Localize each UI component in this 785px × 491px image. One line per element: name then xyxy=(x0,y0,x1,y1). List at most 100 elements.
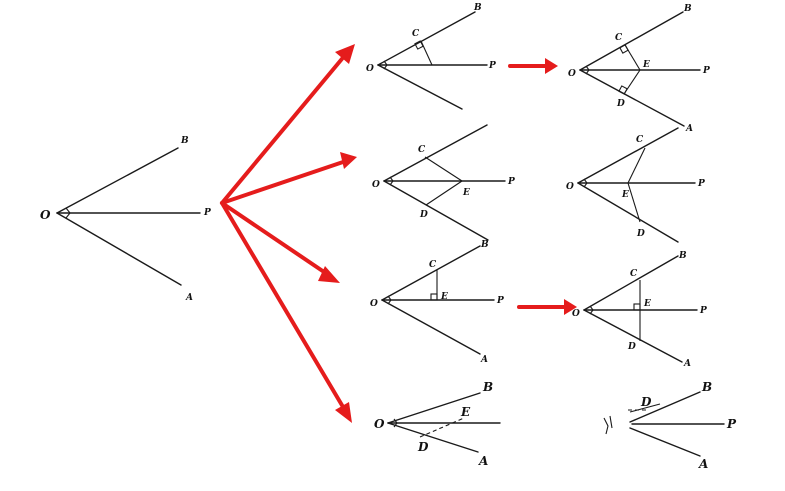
ray-ob-r4r xyxy=(629,391,701,423)
label-p-r2l: P xyxy=(507,177,515,187)
arrow-to-row4 xyxy=(220,201,348,414)
label-b: B xyxy=(180,136,189,146)
angle-marks-r3l xyxy=(387,295,392,305)
label-o-r2l: O xyxy=(372,180,380,190)
figure-row4-right: D B P A xyxy=(603,380,737,471)
label-d-r2l: D xyxy=(419,210,428,220)
ray-oa-r3r xyxy=(583,309,683,363)
label-p-r4r: P xyxy=(726,417,737,431)
label-p: P xyxy=(203,208,211,218)
label-o-r1r: O xyxy=(568,69,576,79)
figure-row1-left: O B C P xyxy=(366,3,496,110)
label-d-r4l: D xyxy=(417,440,429,454)
label-c-r3l: C xyxy=(429,260,437,270)
right-angle-mark-r3l xyxy=(430,293,438,301)
fragment-mark-r4r xyxy=(603,415,613,435)
label-o: O xyxy=(40,208,51,222)
figure-row1-right: O B C E D P A xyxy=(568,4,710,134)
seg-cd-r2r xyxy=(627,147,646,184)
ray-ob xyxy=(56,147,179,214)
angle-marks-r1l xyxy=(383,60,388,70)
arrowhead-row3-next xyxy=(564,299,577,315)
label-p-r2r: P xyxy=(697,179,705,189)
seg-ce-r2l xyxy=(424,156,463,182)
label-e-r2l: E xyxy=(462,188,470,198)
label-e-r1r: E xyxy=(642,60,650,70)
label-b-r1l: B xyxy=(473,3,482,13)
figure-row2-left: O C E D P xyxy=(372,124,515,241)
angle-marks-r2l xyxy=(389,176,394,186)
label-o-r4l: O xyxy=(374,417,385,431)
label-p-r3l: P xyxy=(496,296,504,306)
figure-row3-right: O B C E D P A xyxy=(572,251,707,369)
label-b-r4l: B xyxy=(482,380,493,394)
label-e-r4l: E xyxy=(460,405,471,419)
label-d-r4r: D xyxy=(640,395,652,409)
label-b-r3l: B xyxy=(480,240,489,250)
ray-ob-r2l xyxy=(383,124,488,182)
label-c-r1l: C xyxy=(412,29,420,39)
label-p-r3r: P xyxy=(699,306,707,316)
angle-marks-r4l xyxy=(393,418,398,428)
label-b-r3r: B xyxy=(678,251,687,261)
label-c-r2l: C xyxy=(418,145,426,155)
arrowhead-row4 xyxy=(335,402,352,423)
arrow-to-row2 xyxy=(220,159,348,205)
label-a-r3r: A xyxy=(683,359,691,369)
angle-marks-r1r xyxy=(585,65,590,75)
seg-ea-r2r xyxy=(627,182,641,223)
arrow-to-row3 xyxy=(220,201,332,278)
label-a-r4l: A xyxy=(478,454,488,468)
dashed-de-r4l xyxy=(419,417,465,438)
ray-ob-r3r xyxy=(583,255,679,311)
ray-ob-r2r xyxy=(577,127,679,184)
right-angle-mark-c-r1r xyxy=(619,44,629,54)
label-d-r3r: D xyxy=(627,342,636,352)
right-angle-mark-d-r1r xyxy=(618,85,628,95)
label-a-r1r: A xyxy=(685,124,693,134)
label-e-r3r: E xyxy=(643,299,651,309)
label-d-r1r: D xyxy=(616,99,625,109)
angle-marks-r2r xyxy=(583,178,588,188)
ray-oa-r1l xyxy=(377,64,463,110)
ray-ob-r1l xyxy=(377,11,476,66)
main-angle-figure: O B P A xyxy=(40,136,211,303)
ray-ob-r1r xyxy=(579,11,684,71)
label-b-r4r: B xyxy=(701,380,712,394)
right-angle-mark-r3r xyxy=(633,303,641,311)
label-c-r2r: C xyxy=(636,135,644,145)
ray-oa-r1r xyxy=(579,69,685,127)
seg-de-r2l xyxy=(425,180,463,206)
ray-oa-r4r xyxy=(629,427,701,457)
right-angle-mark-r1l xyxy=(414,40,424,50)
ray-oa-r3l xyxy=(381,299,481,355)
seg-upper-r4r xyxy=(629,403,661,413)
ray-ob-r4l xyxy=(387,392,481,424)
label-a-r4r: A xyxy=(698,457,708,471)
label-e-r3l: E xyxy=(440,292,448,302)
figure-row3-left: O B C E P A xyxy=(370,240,504,365)
label-o-r3l: O xyxy=(370,299,378,309)
arrowhead-row1 xyxy=(335,44,355,64)
arrow-to-row1 xyxy=(220,52,348,205)
label-o-r1l: O xyxy=(366,64,374,74)
ray-oa xyxy=(56,212,182,286)
angle-marks xyxy=(65,207,71,219)
ray-oa-r2l xyxy=(383,180,489,241)
label-d-r2r: D xyxy=(636,229,645,239)
arrowhead-row2 xyxy=(340,152,357,169)
label-e-r2r: E xyxy=(621,190,629,200)
label-c-r1r: C xyxy=(615,33,623,43)
label-p-r1l: P xyxy=(488,61,496,71)
label-a-r3l: A xyxy=(480,355,488,365)
figure-row4-left: O B E D A xyxy=(374,380,501,468)
label-p-r1r: P xyxy=(702,66,710,76)
red-arrows xyxy=(220,44,577,423)
label-c-r3r: C xyxy=(630,269,638,279)
angle-marks-r3r xyxy=(589,305,594,315)
arrowhead-row3 xyxy=(318,266,340,283)
label-o-r3r: O xyxy=(572,309,580,319)
ray-oa-r2r xyxy=(577,182,679,243)
arrowhead-row1-next xyxy=(545,58,558,74)
